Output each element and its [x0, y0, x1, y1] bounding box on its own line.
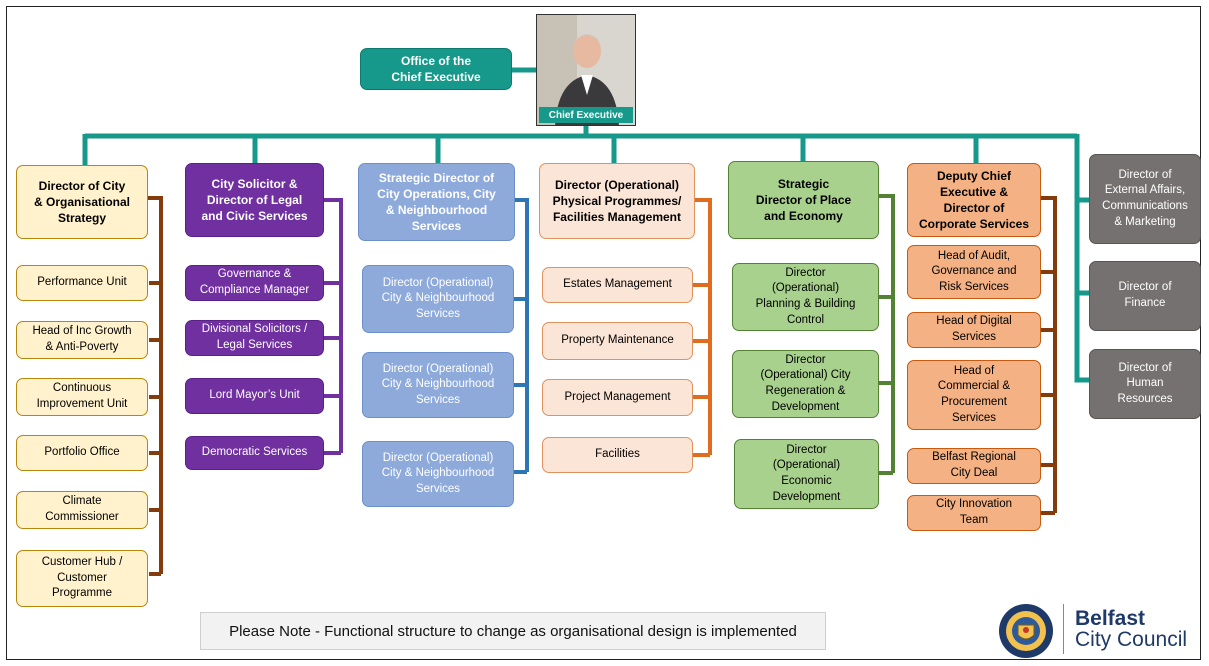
col5-header: Strategic Director of Place and Economy: [728, 161, 879, 239]
col2-item: Lord Mayor’s Unit: [185, 378, 324, 414]
footnote: Please Note - Functional structure to ch…: [200, 612, 826, 650]
council-crest-icon: [999, 604, 1053, 658]
director-finance: Director of Finance: [1089, 261, 1201, 331]
col1-item: Customer Hub / Customer Programme: [16, 550, 148, 607]
col4-item: Property Maintenance: [542, 322, 693, 360]
col4-item: Estates Management: [542, 267, 693, 303]
col6-header: Deputy Chief Executive & Director of Cor…: [907, 163, 1041, 237]
col3-item: Director (Operational) City & Neighbourh…: [362, 352, 514, 418]
col6-item: Head of Audit, Governance and Risk Servi…: [907, 245, 1041, 299]
col2-item: Democratic Services: [185, 436, 324, 470]
logo-divider: [1063, 604, 1064, 654]
col1-item: Climate Commissioner: [16, 491, 148, 529]
col1-item: Portfolio Office: [16, 435, 148, 471]
col6-item: City Innovation Team: [907, 495, 1041, 531]
col5-item: Director (Operational) Economic Developm…: [734, 439, 879, 509]
col6-item: Head of Digital Services: [907, 312, 1041, 348]
col1-item: Continuous Improvement Unit: [16, 378, 148, 416]
col3-item: Director (Operational) City & Neighbourh…: [362, 441, 514, 507]
chief-executive-photo: Chief Executive: [536, 14, 636, 126]
col5-item: Director (Operational) Planning & Buildi…: [732, 263, 879, 331]
director-human-resources: Director of Human Resources: [1089, 349, 1201, 419]
col1-header: Director of City & Organisational Strate…: [16, 165, 148, 239]
office-of-chief-executive: Office of the Chief Executive: [360, 48, 512, 90]
col5-item: Director (Operational) City Regeneration…: [732, 350, 879, 418]
col2-header: City Solicitor & Director of Legal and C…: [185, 163, 324, 237]
col3-header: Strategic Director of City Operations, C…: [358, 163, 515, 241]
col6-item: Belfast Regional City Deal: [907, 448, 1041, 484]
col1-item: Performance Unit: [16, 265, 148, 301]
col2-item: Divisional Solicitors / Legal Services: [185, 320, 324, 356]
director-external-affairs: Director of External Affairs, Communicat…: [1089, 154, 1201, 244]
col6-item: Head of Commercial & Procurement Service…: [907, 360, 1041, 430]
council-logo-text: Belfast City Council: [1075, 608, 1195, 650]
col4-item: Project Management: [542, 379, 693, 416]
logo-name-line2: City Council: [1075, 628, 1188, 651]
col4-item: Facilities: [542, 437, 693, 473]
chief-executive-caption: Chief Executive: [539, 107, 633, 123]
logo-name-line1: Belfast: [1075, 607, 1146, 630]
col1-item: Head of Inc Growth & Anti-Poverty: [16, 321, 148, 359]
chart-frame: [6, 6, 1201, 660]
col3-item: Director (Operational) City & Neighbourh…: [362, 265, 514, 333]
col2-item: Governance & Compliance Manager: [185, 265, 324, 301]
col4-header: Director (Operational) Physical Programm…: [539, 163, 695, 239]
